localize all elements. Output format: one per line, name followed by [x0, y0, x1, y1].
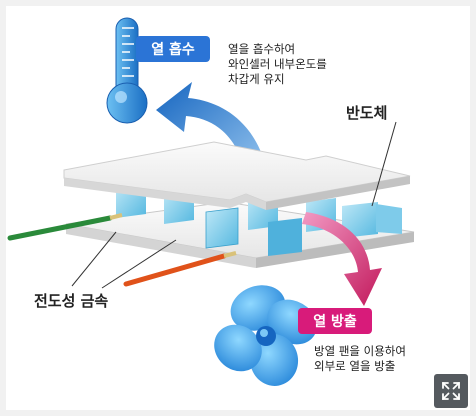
heat-emit-badge-label: 열 방출: [313, 313, 357, 330]
orange-wire-tip: [223, 251, 237, 258]
green-wire: [7, 215, 113, 241]
heat-absorb-badge-label: 열 흡수: [151, 41, 195, 58]
metal-leader-2: [101, 239, 177, 289]
semiconductor-label: 반도체: [346, 104, 388, 122]
heat-emit-badge: 열 방출: [298, 308, 372, 334]
orange-wire: [123, 253, 227, 287]
conductive-metal-label: 전도성 금속: [34, 292, 109, 310]
expand-icon: [442, 382, 460, 400]
heat-absorb-description: 열을 흡수하여 와인셀러 내부온도를 차갑게 유지: [228, 42, 327, 86]
green-wire-tip: [109, 213, 123, 220]
heat-emit-description: 방열 팬을 이용하여 외부로 열을 방출: [314, 344, 406, 373]
peltier-diagram: 열 흡수: [7, 17, 415, 386]
diagram-frame: 열 흡수: [6, 6, 470, 410]
semiconductor-leader: [371, 121, 397, 207]
heat-absorb-badge: 열 흡수: [136, 36, 210, 62]
expand-button[interactable]: [434, 374, 468, 408]
thermoelectric-module: [63, 141, 415, 268]
thermometer-icon: [106, 17, 148, 124]
heat-emit-arrow: [302, 212, 382, 306]
metal-leader-1: [71, 231, 117, 287]
